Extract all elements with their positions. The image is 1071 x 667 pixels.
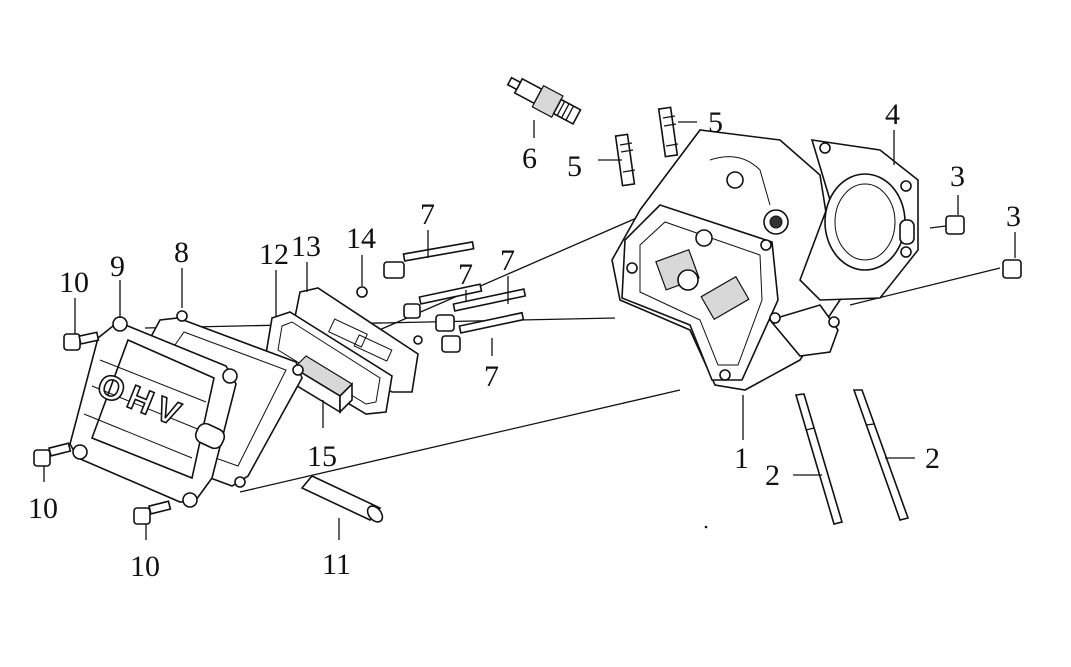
spark-plug <box>506 76 582 126</box>
breather-separator <box>293 355 353 414</box>
callout-10-top: 10 <box>59 266 89 299</box>
bolt-d <box>441 311 525 353</box>
stray-dot <box>704 525 708 529</box>
cover-bolt-b <box>33 442 72 467</box>
callout-13: 13 <box>291 230 321 263</box>
cover-bolt-a <box>63 331 100 351</box>
head-bolt-b <box>852 389 910 521</box>
callout-15: 15 <box>307 440 337 473</box>
callout-10-bottom: 10 <box>130 550 160 583</box>
bolt-b <box>403 283 483 319</box>
rocker-cover: OHV <box>69 316 238 508</box>
bolt-c <box>435 288 527 332</box>
small-nut-a <box>356 286 368 298</box>
stud-b <box>657 106 679 158</box>
callout-4: 4 <box>885 98 900 131</box>
callout-8: 8 <box>174 236 189 269</box>
callout-12: 12 <box>259 238 289 271</box>
callout-7-top: 7 <box>420 198 435 231</box>
cover-bolt-c <box>133 500 172 525</box>
bolt-a <box>383 240 475 279</box>
head-gasket <box>799 139 919 301</box>
callout-14: 14 <box>346 222 376 255</box>
leader-lines <box>43 120 1016 540</box>
callout-2-left: 2 <box>765 459 780 492</box>
callout-3-lower: 3 <box>1006 200 1021 233</box>
callout-9: 9 <box>110 250 125 283</box>
callout-7-bottom: 7 <box>484 360 499 393</box>
dowel-pin-a <box>929 215 965 235</box>
callout-11: 11 <box>322 548 351 581</box>
callout-1: 1 <box>734 442 749 475</box>
dowel-pin-b <box>1002 259 1022 279</box>
callout-7-right: 7 <box>500 244 515 277</box>
cylinder-head <box>611 129 841 391</box>
callout-2-right: 2 <box>925 442 940 475</box>
callouts: 1 2 2 3 3 4 5 5 6 7 7 7 7 8 9 10 10 10 1… <box>28 98 1021 583</box>
callout-7-mid: 7 <box>458 258 473 291</box>
callout-5-upper: 5 <box>708 106 723 139</box>
stud-a <box>614 133 636 187</box>
callout-3-upper: 3 <box>950 160 965 193</box>
breather-tube <box>300 475 384 523</box>
callout-10-left: 10 <box>28 492 58 525</box>
callout-6: 6 <box>522 142 537 175</box>
small-nut-b <box>413 335 423 345</box>
head-bolt-a <box>794 393 844 525</box>
callout-5-lower: 5 <box>567 150 582 183</box>
